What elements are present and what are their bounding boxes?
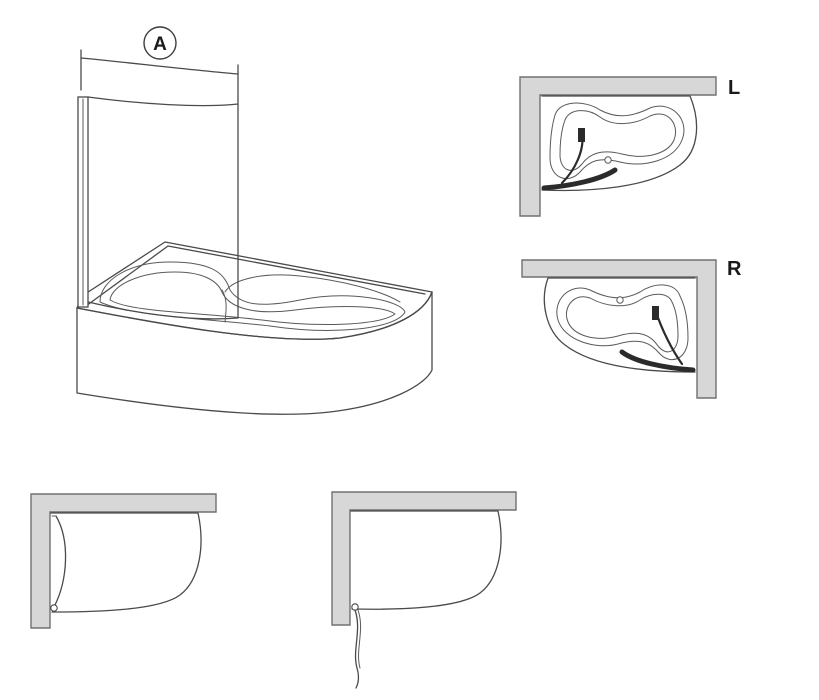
- screen-panel: [77, 96, 239, 323]
- variant-r-label: R: [727, 258, 742, 280]
- dimension-label: A: [153, 34, 167, 55]
- plan-screen-open: [331, 491, 517, 689]
- variant-l-plan: L: [519, 76, 740, 217]
- wall-corner-l: [519, 76, 717, 217]
- plan-screen-closed: [30, 493, 217, 629]
- wall-corner-r: [521, 259, 717, 399]
- variant-r-plan: R: [521, 258, 742, 399]
- variant-l-label: L: [728, 77, 740, 99]
- wall-corner-closed: [30, 493, 217, 629]
- bathtub-perspective: A: [76, 26, 433, 415]
- tub-body: [76, 241, 433, 415]
- dimension-marker: A: [80, 26, 239, 104]
- wall-corner-open: [331, 491, 517, 626]
